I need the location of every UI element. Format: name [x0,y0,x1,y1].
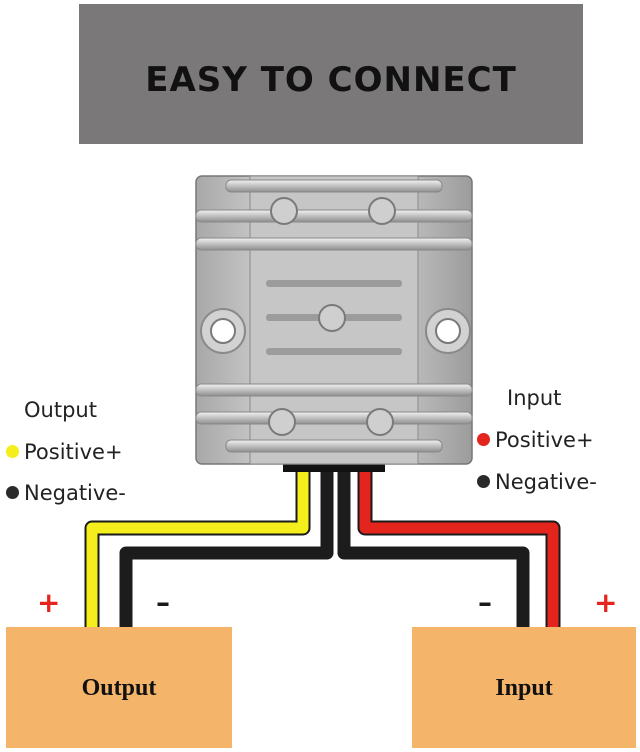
banner-title: EASY TO CONNECT [145,60,517,100]
input-positive-legend: Positive+ [477,428,594,452]
output-negative-legend: Negative- [6,481,126,505]
output-positive-legend: Positive+ [6,440,123,464]
input-box-label: Input [495,675,553,701]
screw-bottom-left [268,408,296,436]
screw-middle [318,304,346,332]
input-box: Input [412,627,636,748]
wires [84,468,561,628]
converter-module [195,175,473,472]
screw-bottom-right [366,408,394,436]
black-dot-icon [477,474,490,488]
red-dot-icon [477,432,490,446]
black-wire-output [119,468,334,628]
output-box: Output [6,627,232,748]
output-negative-label: Negative- [24,481,126,505]
input-legend-heading: Input [507,386,562,410]
title-banner: EASY TO CONNECT [79,4,583,144]
output-legend-heading: Output [24,398,97,422]
black-wire-input [337,468,530,628]
input-negative-label: Negative- [495,470,597,494]
input-minus-sign: – [478,586,492,619]
input-plus-sign: + [594,586,618,619]
output-minus-sign: – [156,586,170,619]
screw-top-right [368,197,396,225]
output-positive-label: Positive+ [24,440,123,464]
input-negative-legend: Negative- [477,470,597,494]
screw-top-left [270,197,298,225]
output-box-label: Output [81,675,157,701]
yellow-dot-icon [6,444,19,458]
black-dot-icon [6,485,19,499]
input-positive-label: Positive+ [495,428,594,452]
output-plus-sign: + [37,586,61,619]
